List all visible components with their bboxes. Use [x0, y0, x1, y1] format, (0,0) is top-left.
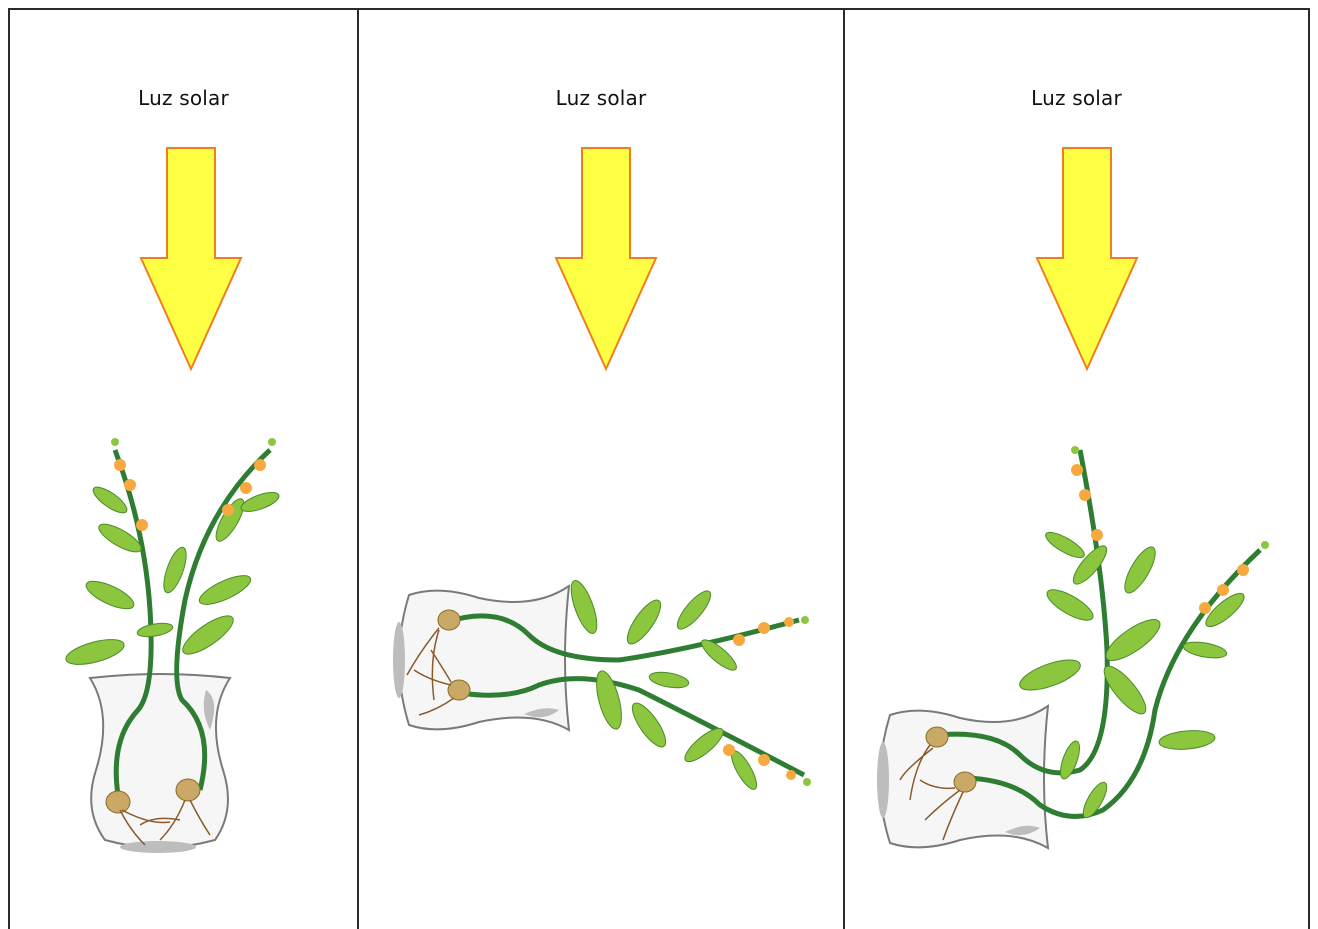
bulb: [448, 680, 470, 700]
vase-base-shadow: [393, 622, 405, 698]
panel-horizontal: Luz solar: [359, 10, 843, 929]
stem: [461, 679, 804, 775]
sunlight-arrow-icon: [556, 148, 656, 369]
bulb: [106, 791, 130, 813]
vase-base-shadow: [120, 841, 196, 853]
panel-curving-up: Luz solar: [845, 10, 1308, 929]
plant-curving-up: [877, 446, 1269, 848]
leaves: [566, 578, 761, 793]
panel-horizontal-art: [359, 10, 843, 929]
glass-vase: [399, 586, 569, 730]
plant-upright: [63, 438, 281, 853]
panel-upright: Luz solar: [10, 10, 357, 929]
bulb: [438, 610, 460, 630]
plant-horizontal: [393, 578, 811, 793]
bulb: [176, 779, 200, 801]
panel-curving-up-art: [845, 10, 1308, 929]
sunlight-arrow-icon: [141, 148, 241, 369]
bulb: [954, 772, 976, 792]
vase-base-shadow: [877, 742, 889, 818]
bulb: [926, 727, 948, 747]
panel-upright-art: [10, 10, 357, 929]
sunlight-arrow-icon: [1037, 148, 1137, 369]
leaves: [63, 483, 281, 670]
